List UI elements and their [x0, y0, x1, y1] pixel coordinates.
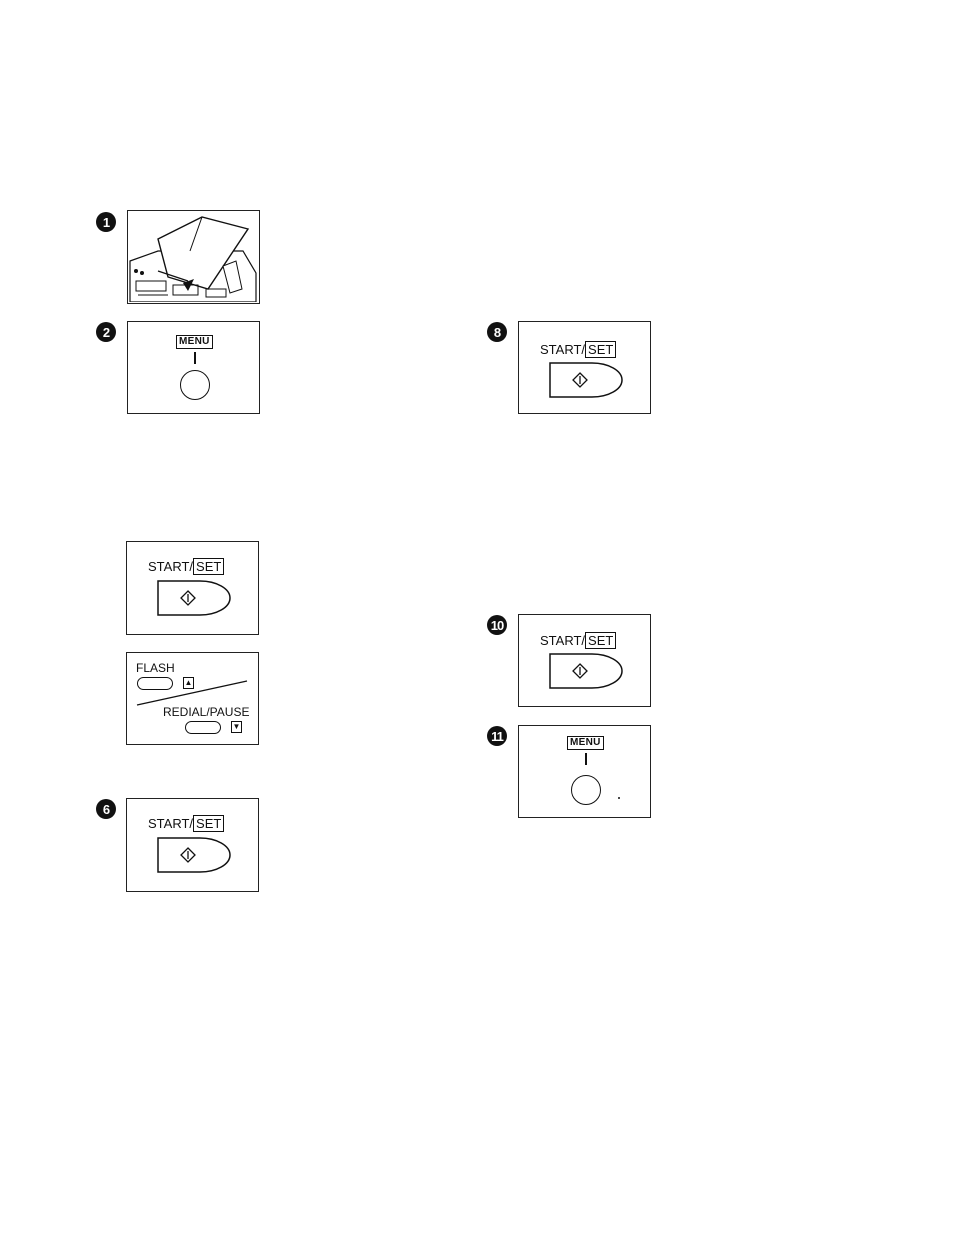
menu-label: MENU — [176, 335, 213, 349]
menu-button-panel: MENU — [127, 321, 260, 414]
menu-button-panel-11: MENU — [518, 725, 651, 818]
redial-pause-button[interactable] — [185, 721, 221, 734]
start-set-button[interactable] — [548, 361, 624, 399]
start-set-button[interactable] — [156, 836, 232, 874]
set-label: SET — [585, 341, 616, 358]
start-set-panel-8: START/SET — [518, 321, 651, 414]
step-number-2: 2 — [96, 322, 116, 342]
start-set-label: START/SET — [148, 559, 224, 575]
flash-redial-panel: FLASH ▲ REDIAL/PAUSE ▼ — [126, 652, 259, 745]
stray-dot — [618, 797, 620, 799]
divider-diagonal — [135, 679, 250, 707]
start-set-label: START/SET — [540, 342, 616, 358]
down-arrow-icon[interactable]: ▼ — [231, 721, 242, 733]
step-number-10: 10 — [487, 615, 507, 635]
set-label: SET — [193, 815, 224, 832]
menu-stem — [585, 753, 587, 765]
step-number-1: 1 — [96, 212, 116, 232]
start-label: START/ — [540, 342, 585, 357]
redial-pause-label: REDIAL/PAUSE — [163, 705, 249, 719]
menu-stem — [194, 352, 196, 364]
set-label: SET — [585, 632, 616, 649]
fax-document-feed-icon — [128, 211, 258, 302]
start-label: START/ — [148, 816, 193, 831]
menu-label: MENU — [567, 736, 604, 750]
start-set-button[interactable] — [156, 579, 232, 617]
set-label: SET — [193, 558, 224, 575]
start-set-panel-10: START/SET — [518, 614, 651, 707]
step-number-6: 6 — [96, 799, 116, 819]
document-loading-illustration — [127, 210, 260, 304]
step-number-8: 8 — [487, 322, 507, 342]
start-set-label: START/SET — [540, 633, 616, 649]
start-set-button[interactable] — [548, 652, 624, 690]
start-set-panel: START/SET — [126, 541, 259, 635]
start-label: START/ — [148, 559, 193, 574]
flash-label: FLASH — [136, 661, 175, 675]
start-label: START/ — [540, 633, 585, 648]
start-set-panel-6: START/SET — [126, 798, 259, 892]
menu-button[interactable] — [571, 775, 601, 805]
menu-button[interactable] — [180, 370, 210, 400]
start-set-label: START/SET — [148, 816, 224, 832]
step-number-11: 11 — [487, 726, 507, 746]
